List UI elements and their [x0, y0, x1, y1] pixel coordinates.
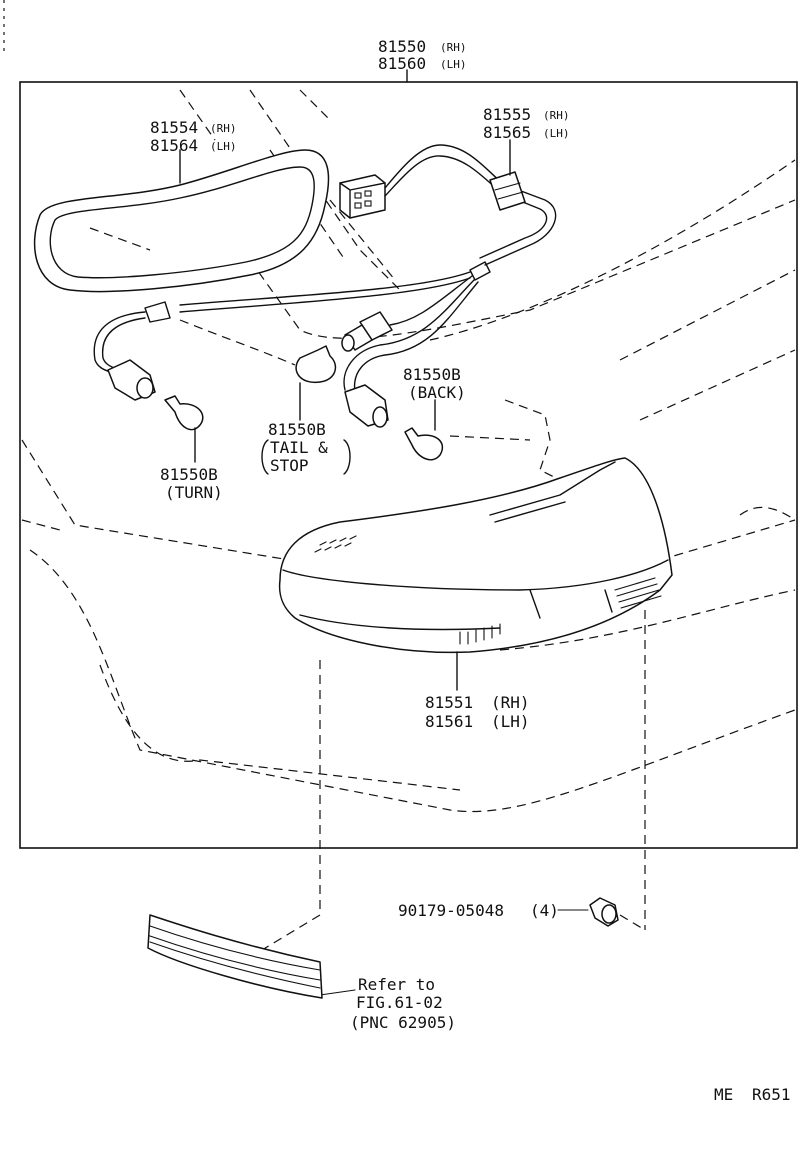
wire-connector — [339, 174, 386, 219]
screw-qty: (4) — [530, 901, 559, 920]
part-number-bulb-turn: 81550B — [160, 465, 218, 484]
bulb-tail-desc-2: STOP — [270, 456, 309, 475]
label-socket: 81555 (RH) 81565 (LH) — [483, 105, 570, 142]
part-number-gasket-lh: 81564 — [150, 136, 198, 155]
part-number-gasket-rh: 81554 — [150, 118, 198, 137]
part-number-lens-rh: 81551 — [425, 693, 473, 712]
rh-tag: (RH) — [440, 41, 467, 54]
bulb-socket-main — [489, 171, 526, 211]
bulb-socket-turn — [107, 359, 156, 401]
vehicle-body-outline — [21, 89, 796, 813]
label-assembly: 81550 (RH) 81560 (LH) — [378, 37, 467, 73]
bulb-turn-icon — [164, 395, 204, 431]
label-reference: Refer to FIG.61-02 (PNC 62905) — [350, 975, 456, 1032]
assembly-leaders — [179, 319, 561, 481]
part-number-assembly-lh: 81560 — [378, 54, 426, 73]
part-number-bulb-tail: 81550B — [268, 420, 326, 439]
rh-tag: (RH) — [210, 122, 237, 135]
lh-tag: (LH) — [491, 712, 530, 731]
reference-line-1: Refer to — [358, 975, 435, 994]
bulb-tail-stop-icon — [295, 345, 337, 384]
lamp-gasket — [33, 149, 330, 293]
part-number-socket-rh: 81555 — [483, 105, 531, 124]
wiring-harness — [93, 144, 557, 393]
tail-lamp-lens — [278, 457, 673, 654]
rh-tag: (RH) — [491, 693, 530, 712]
label-lens: 81551 (RH) 81561 (LH) — [425, 693, 530, 731]
assembly-frame — [19, 81, 798, 849]
garnish-panel — [147, 914, 323, 999]
footer-code-1: ME — [714, 1085, 733, 1104]
screw-icon — [589, 897, 619, 927]
bulb-back-icon — [404, 427, 444, 461]
bulb-turn-desc: (TURN) — [165, 483, 223, 502]
label-screw: 90179-05048 (4) — [398, 901, 559, 920]
bracket-left — [261, 439, 269, 475]
part-number-lens-lh: 81561 — [425, 712, 473, 731]
footer-code-2: R651 — [752, 1085, 791, 1104]
label-leaders — [179, 139, 511, 691]
lh-tag: (LH) — [543, 127, 570, 140]
reference-line-2: FIG.61-02 — [356, 993, 443, 1012]
footer-code: ME R651 — [714, 1085, 791, 1104]
reference-line-3: (PNC 62905) — [350, 1013, 456, 1032]
bulb-back-desc: (BACK) — [408, 383, 466, 402]
part-number-socket-lh: 81565 — [483, 123, 531, 142]
bulb-socket-tail — [344, 384, 389, 428]
bracket-right — [343, 439, 351, 475]
lh-tag: (LH) — [440, 58, 467, 71]
external-leaders — [261, 610, 646, 996]
label-bulb-back: 81550B (BACK) — [403, 365, 466, 402]
part-number-bulb-back: 81550B — [403, 365, 461, 384]
label-bulb-turn: 81550B (TURN) — [160, 465, 223, 502]
label-gasket: 81554 (RH) 81564 (LH) — [150, 118, 237, 155]
label-bulb-tail: 81550B TAIL & STOP — [261, 420, 351, 475]
bulb-socket-back — [341, 311, 393, 352]
rh-tag: (RH) — [543, 109, 570, 122]
part-number-screw: 90179-05048 — [398, 901, 504, 920]
lens-texture — [314, 535, 662, 645]
lh-tag: (LH) — [210, 140, 237, 153]
part-number-assembly-rh: 81550 — [378, 37, 426, 56]
bulb-tail-desc-1: TAIL & — [270, 438, 328, 457]
